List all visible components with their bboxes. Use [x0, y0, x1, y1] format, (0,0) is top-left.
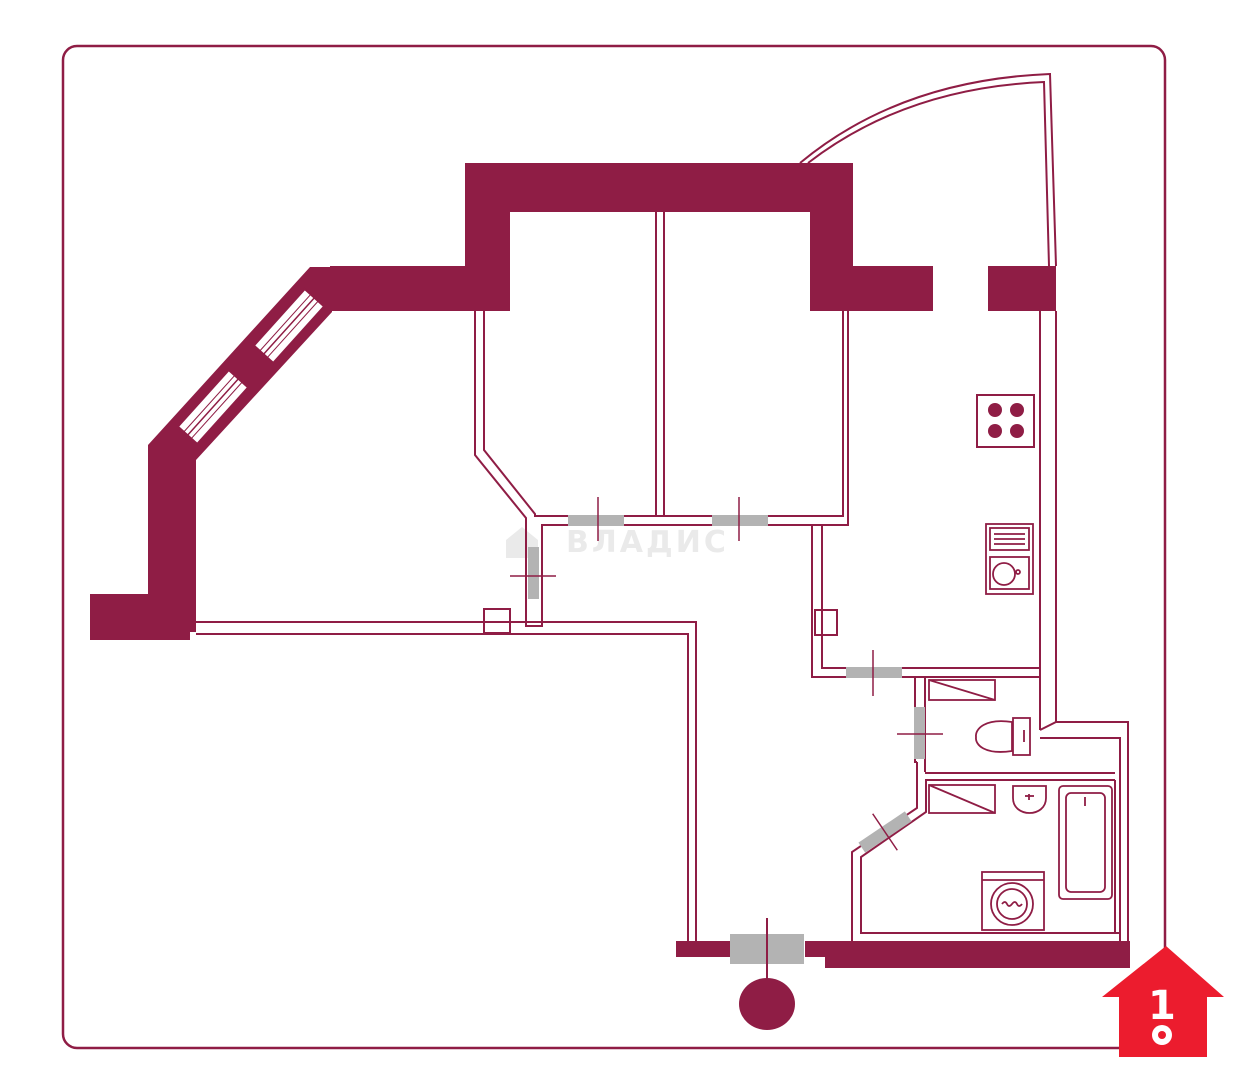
- plan-frame: [61, 44, 1167, 1050]
- washing-machine-icon: [981, 871, 1045, 931]
- interior-walls: [196, 212, 1129, 941]
- balcony: [799, 72, 1057, 267]
- washbasin-icon: [1012, 785, 1047, 814]
- door: [914, 707, 925, 759]
- cabinet: [928, 679, 996, 814]
- door: [528, 547, 539, 599]
- logo-number: 1: [1148, 983, 1176, 1029]
- toilet-icon: [975, 717, 1031, 756]
- stove-icon: [976, 394, 1035, 448]
- watermark-text: ВЛАДИС: [566, 525, 729, 560]
- door: [568, 515, 624, 526]
- door: [846, 667, 902, 678]
- windows: [176, 287, 326, 446]
- entrance-marker-icon: [739, 978, 795, 1030]
- bathtub-icon: [1058, 785, 1113, 900]
- sink-icon: [985, 523, 1034, 595]
- doors: [510, 497, 943, 986]
- door: [712, 515, 768, 526]
- watermark: ВЛАДИС: [506, 525, 729, 560]
- exterior-walls: [90, 163, 1130, 968]
- house-key-logo-icon: 1: [1102, 946, 1224, 1057]
